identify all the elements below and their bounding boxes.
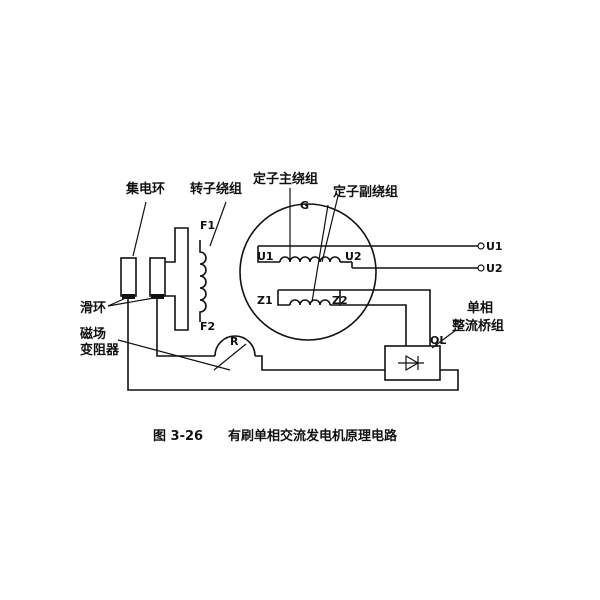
leader-rheostat <box>117 339 231 371</box>
aux-winding-loop <box>278 289 341 306</box>
label-stator-aux: 定子副绕组 <box>332 184 398 200</box>
brush-left <box>122 294 135 299</box>
label-field-rheostat-1: 磁场 <box>80 326 106 342</box>
label-collector-ring: 集电环 <box>125 181 165 197</box>
aux-winding-coil <box>289 299 331 306</box>
label-bridge-2: 整流桥组 <box>451 318 504 334</box>
caption-title: 有刷单相交流发电机原理电路 <box>228 428 398 444</box>
label-z1: Z1 <box>257 294 273 307</box>
caption-number: 图 3-26 <box>153 429 203 444</box>
bridge-rectifier-box <box>384 345 441 381</box>
label-stator-main: 定子主绕组 <box>252 171 318 187</box>
collector-ring-left <box>120 257 137 297</box>
rheostat-arc <box>214 335 256 357</box>
return-wire <box>127 299 459 391</box>
label-bridge-1: 单相 <box>467 300 493 316</box>
label-ql: QL <box>430 334 446 347</box>
label-r: R <box>230 335 239 348</box>
label-f2: F2 <box>200 320 215 333</box>
diode-symbol <box>405 354 420 372</box>
rotor-bracket <box>165 227 189 331</box>
label-u2-inner: U2 <box>345 250 362 263</box>
stator-circle <box>239 203 377 341</box>
brush-right <box>151 294 164 299</box>
label-f1: F1 <box>200 219 215 232</box>
leader-stator-aux <box>311 204 329 303</box>
u1-terminal <box>477 242 485 250</box>
label-u1-inner: U1 <box>257 250 274 263</box>
slip-ring-to-rheostat <box>156 299 215 357</box>
label-u2-out: U2 <box>486 262 503 275</box>
aux-to-bridge-wire-2 <box>340 304 407 346</box>
collector-ring-right <box>149 257 166 297</box>
main-winding-lead-left <box>257 246 280 263</box>
label-g: G <box>300 199 309 212</box>
leader-stator-main-2 <box>321 195 339 263</box>
aux-to-bridge-wire <box>340 289 431 346</box>
aux-winding-lead-left <box>277 290 290 306</box>
u2-terminal <box>477 264 485 272</box>
rheostat-to-bridge <box>255 355 385 371</box>
leader-slip-ring-1 <box>107 297 127 307</box>
leader-collector-ring <box>132 201 147 257</box>
label-slip-ring: 滑环 <box>80 300 106 316</box>
label-field-rheostat-2: 变阻器 <box>80 342 120 358</box>
rotor-winding-coil <box>199 240 207 322</box>
label-u1-out: U1 <box>486 240 503 253</box>
main-winding-coil <box>279 256 341 263</box>
label-rotor-winding: 转子绕组 <box>190 181 242 197</box>
rheostat-wiper <box>213 343 247 371</box>
leader-rotor-winding <box>209 201 227 247</box>
label-z2: Z2 <box>332 294 348 307</box>
leader-slip-ring-2 <box>107 297 155 307</box>
leader-bridge <box>431 329 457 349</box>
